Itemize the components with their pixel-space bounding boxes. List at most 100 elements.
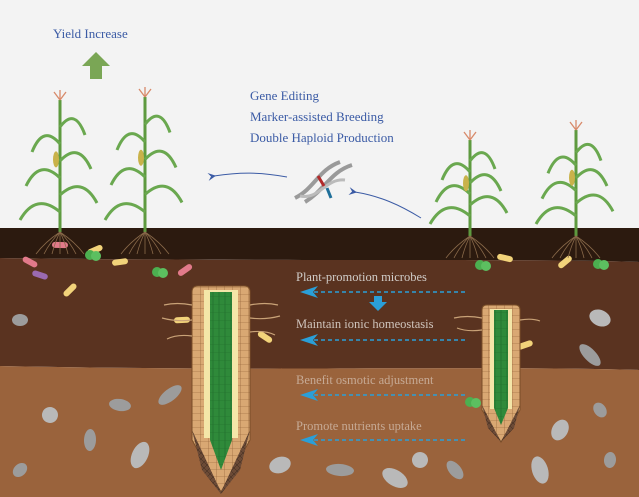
corn-cob [569, 169, 575, 186]
plant-root [59, 231, 77, 255]
mechanism-nutrient-uptake: Promote nutrients uptake [296, 419, 422, 433]
plant-root [575, 235, 593, 259]
arrow-head-icon [300, 434, 318, 446]
yield-increase-label: Yield Increase [53, 26, 128, 41]
plant-root [469, 235, 479, 259]
plant-root [59, 231, 69, 255]
plant-root [144, 231, 170, 255]
maize-plant [534, 120, 615, 259]
bacterium-rod [22, 256, 38, 268]
rock [593, 402, 607, 418]
plant-root [575, 235, 601, 259]
mechanism-ionic-homeostasis: Maintain ionic homeostasis [296, 317, 434, 331]
rock [269, 456, 291, 474]
small-root-cross-section [453, 304, 541, 443]
bacterium-rod [177, 264, 193, 276]
rock [551, 419, 569, 441]
bacterium-rod [517, 340, 533, 350]
plant-root [136, 231, 146, 255]
maize-plants [18, 87, 615, 259]
plant-root [43, 231, 61, 255]
bacterium-coccus [481, 261, 491, 271]
method-double-haploid: Double Haploid Production [250, 130, 394, 145]
rocks [12, 309, 617, 488]
leaf [428, 206, 471, 225]
corn-cob [463, 175, 469, 192]
rock [382, 468, 408, 488]
plant-root [120, 231, 146, 255]
leaf [574, 142, 603, 162]
rock [531, 456, 549, 484]
corn-cob [53, 151, 59, 168]
rock [579, 344, 601, 366]
rock [83, 429, 97, 451]
plant-root [575, 235, 585, 259]
leaf [468, 195, 509, 214]
bacterium-rod [558, 255, 572, 269]
leaf [18, 202, 61, 221]
leaf [58, 185, 99, 204]
rock [326, 463, 354, 477]
plant-root [461, 235, 471, 259]
leaf [434, 184, 472, 203]
plant-root [144, 231, 154, 255]
arrow-to-improved-plants [207, 172, 288, 181]
bacterium-rod [32, 270, 48, 280]
maize-plant [18, 90, 99, 255]
leaf [534, 206, 577, 225]
up-arrow-icon [82, 52, 110, 79]
plant-root [128, 231, 146, 255]
plant-root [453, 235, 471, 259]
tassel [463, 130, 477, 141]
rock [12, 314, 28, 326]
leaf [440, 162, 472, 181]
rock [589, 309, 611, 327]
mechanism-plant-promotion-microbes: Plant-promotion microbes [296, 270, 427, 284]
arrow-head-icon [300, 389, 318, 401]
rock [158, 385, 182, 405]
plant-root [469, 235, 495, 259]
soil-arrows [300, 286, 465, 446]
plant-root [559, 235, 577, 259]
bacterium-rod [63, 283, 77, 297]
dna-icon [294, 160, 353, 204]
rock [446, 460, 464, 480]
tassel [53, 90, 67, 101]
corn-cob [138, 149, 144, 166]
bacterium-rod [257, 331, 273, 343]
soil-microbes [22, 241, 609, 408]
plant-root [551, 235, 577, 259]
leaf [58, 117, 87, 136]
leaf [574, 193, 615, 213]
bacterium-coccus [599, 260, 609, 270]
leaf [546, 155, 578, 174]
tassel [138, 87, 152, 98]
method-marker-assisted-breeding: Marker-assisted Breeding [250, 109, 384, 124]
rock [412, 452, 429, 468]
mechanism-osmotic-adjustment: Benefit osmotic adjustment [296, 373, 434, 387]
bacterium-coccus [158, 268, 168, 278]
leaf [143, 114, 172, 134]
leaf [574, 168, 609, 187]
rock [603, 452, 617, 468]
bacterium-rod [112, 258, 128, 266]
leaf [540, 180, 578, 200]
arrow-head-icon [300, 286, 318, 298]
leaf [30, 134, 62, 153]
leaf [468, 173, 503, 192]
rock [109, 398, 131, 412]
bacterium-coccus [471, 398, 481, 408]
arrow-to-dna [348, 187, 422, 219]
tassel [569, 120, 583, 131]
plant-root [445, 235, 471, 259]
leaf [103, 202, 146, 221]
plant-root [567, 235, 577, 259]
plant-root [35, 231, 61, 255]
bacterium-rod [497, 253, 513, 263]
plant-root [144, 231, 162, 255]
rock [12, 463, 28, 477]
leaf [115, 132, 147, 151]
rock [130, 441, 150, 469]
leaf [58, 151, 93, 170]
